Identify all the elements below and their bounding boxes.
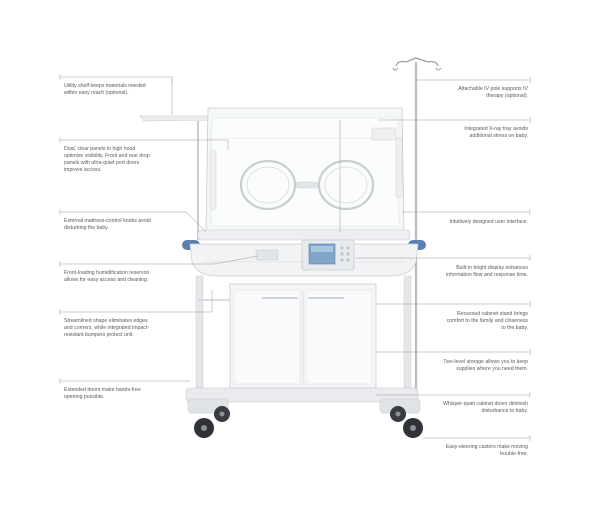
callout-storage: Two-level storage allows you to keep sup… [443,359,528,372]
incubator-hood [205,107,405,233]
iv-pole [392,57,442,395]
callout-cabinet-stand: Recessed cabinet stand brings comfort to… [446,311,528,331]
callout-streamlined: Streamlined shape eliminates edges and c… [64,318,150,338]
callout-xray-tray: Integrated X-ray tray avoids additional … [464,126,528,139]
callout-clear-panels: Dual, clear panels in high hood optimize… [64,146,150,173]
incubator-base [182,229,426,277]
callout-utility-shelf: Utility shelf keeps materials needed wit… [64,83,146,96]
callout-user-interface: Intuitively designed user interface. [449,219,528,225]
storage-cabinet [229,283,377,389]
wheel-base [185,387,421,414]
callout-casters: Easy-steering casters make moving troubl… [445,444,528,457]
callout-iv-pole: Attachable IV pole supports IV therapy (… [458,86,528,99]
callout-humidification: Front-loading humidification reservoir a… [64,270,150,283]
casters [194,406,423,438]
callout-mattress-knobs: External mattress-control knobs avoid di… [64,218,151,231]
callout-display: Built-in bright display enhances informa… [446,265,528,278]
callout-cabinet-doors: Whisper-quiet cabinet doors diminish dis… [442,401,528,414]
callout-extended-doors: Extended doors make hands-free opening p… [64,387,141,400]
